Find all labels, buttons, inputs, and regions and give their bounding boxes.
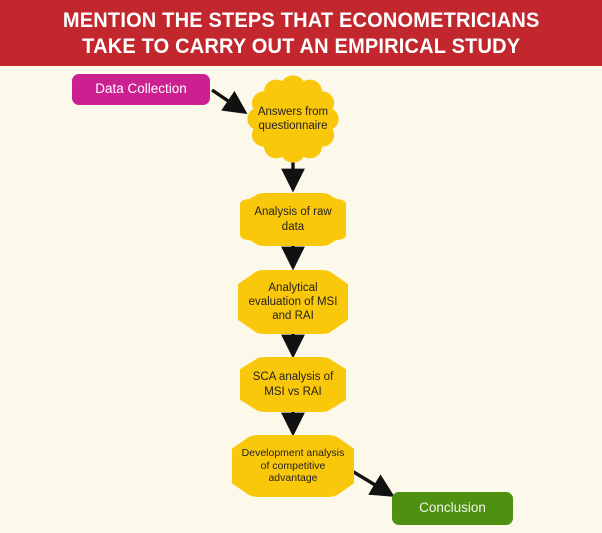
node-sca-analysis[interactable]: SCA analysis of MSI vs RAI — [240, 357, 346, 412]
diagram-canvas: Data Collection — [0, 66, 602, 533]
node-conclusion[interactable]: Conclusion — [392, 492, 513, 525]
scalloped-burst-shape — [247, 75, 339, 163]
node-analytical-eval-label: Analytical evaluation of MSI and RAI — [248, 281, 338, 322]
hexagon-shape — [240, 357, 346, 412]
node-analysis-of-raw-data[interactable]: Analysis of raw data — [240, 193, 346, 246]
node-development-analysis[interactable]: Development analysis of competitive adva… — [232, 435, 354, 497]
node-conclusion-label: Conclusion — [419, 500, 486, 516]
node-data-collection[interactable]: Data Collection — [72, 74, 210, 105]
hexagon-shape — [238, 270, 348, 334]
edge-data-collection-to-answers — [211, 88, 248, 115]
hexagon-shape — [240, 193, 346, 246]
node-analysis-raw-label: Analysis of raw data — [254, 206, 332, 233]
node-analytical-evaluation[interactable]: Analytical evaluation of MSI and RAI — [238, 270, 348, 334]
node-answers-label: Answers from questionnaire — [257, 105, 329, 132]
node-data-collection-label: Data Collection — [95, 81, 187, 97]
node-development-label: Development analysis of competitive adva… — [241, 446, 345, 485]
node-answers-from-questionnaire[interactable]: Answers from questionnaire — [246, 74, 340, 164]
edge-development-to-conclusion — [351, 469, 395, 497]
node-sca-analysis-label: SCA analysis of MSI vs RAI — [252, 371, 334, 398]
page-title: MENTION THE STEPS THAT ECONOMETRICIANS T… — [62, 8, 540, 58]
hexagon-shape — [232, 435, 354, 497]
header-banner: MENTION THE STEPS THAT ECONOMETRICIANS T… — [0, 0, 602, 66]
